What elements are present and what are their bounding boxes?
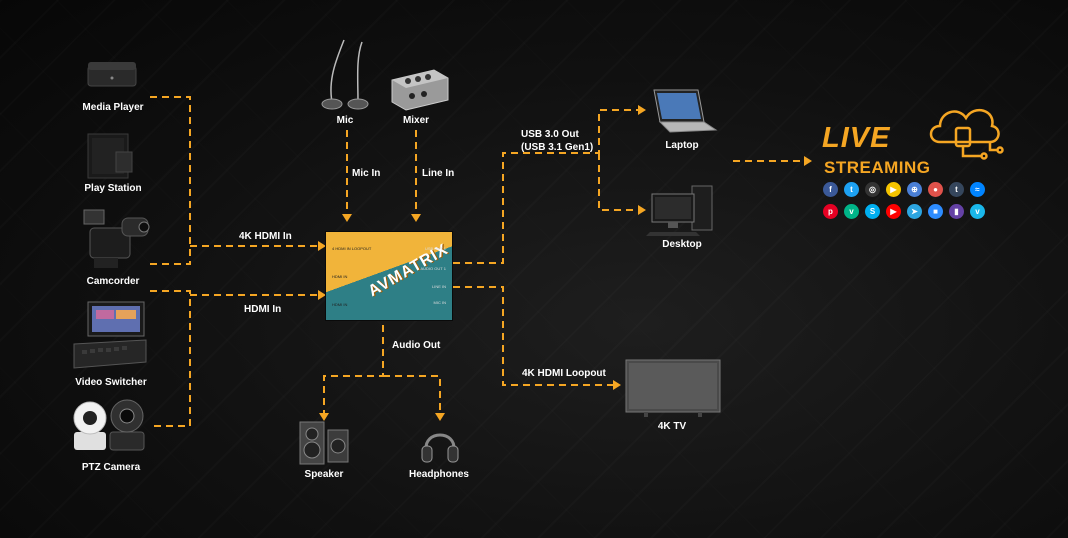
- laptop-icon: [644, 88, 718, 136]
- headphones-label: Headphones: [408, 469, 469, 480]
- usb-out-label-line1: USB 3.0 Out: [521, 129, 579, 140]
- video-switcher-label: Video Switcher: [75, 377, 147, 388]
- skype-icon: S: [865, 204, 880, 219]
- media-player-line: [150, 96, 191, 265]
- cloud-icon: [924, 98, 1004, 172]
- facebook-icon: f: [823, 182, 838, 197]
- hdmi-in-label: HDMI In: [244, 304, 282, 315]
- port-label: 4 HDMI IN LOOPOUT: [332, 246, 372, 251]
- mic-label: Mic: [336, 115, 354, 126]
- audio-out-label: Audio Out: [392, 340, 441, 351]
- messenger-icon: ≈: [970, 182, 985, 197]
- line-in-label: Line In: [422, 168, 455, 179]
- ptz-camera-icon: [70, 398, 150, 454]
- location-icon: ●: [928, 182, 943, 197]
- port-label: MIC IN: [433, 300, 446, 305]
- audio-out-line: [323, 325, 441, 414]
- twitch-icon: ▮: [949, 204, 964, 219]
- port-label: AUDIO OUT 1: [420, 266, 447, 271]
- tumblr-icon: t: [949, 182, 964, 197]
- tv-4k-icon: [624, 358, 722, 418]
- pinterest-icon: p: [823, 204, 838, 219]
- usb-out-label-line2: (USB 3.1 Gen1): [521, 142, 594, 153]
- port-label: USB OUT 1: [424, 246, 446, 251]
- tv-4k-label: 4K TV: [657, 421, 687, 432]
- headphones-icon: [420, 420, 460, 466]
- usb-out-line: [453, 109, 640, 264]
- mic-icon: [318, 36, 374, 112]
- mixer-icon: [386, 66, 452, 112]
- capture-device: AVMATRIX 4 HDMI IN LOOPOUT HDMI IN HDMI …: [325, 231, 453, 321]
- obs-icon: ◎: [865, 182, 880, 197]
- zoom-icon: ■: [928, 204, 943, 219]
- mic-in-label: Mic In: [352, 168, 381, 179]
- camcorder-label: Camcorder: [86, 276, 140, 287]
- desktop-icon: [646, 184, 716, 236]
- camcorder-icon: [80, 206, 150, 272]
- port-label: LINE IN: [431, 284, 446, 289]
- speaker-icon: [298, 420, 352, 466]
- vine-icon: v: [844, 204, 859, 219]
- playstation-icon: [86, 130, 136, 180]
- youtube-gaming-icon: ▶: [886, 182, 901, 197]
- camcorder-hdmi-line: [150, 290, 191, 427]
- vimeo-icon: v: [970, 204, 985, 219]
- youtube-icon: ▶: [886, 204, 901, 219]
- desktop-label: Desktop: [662, 239, 702, 250]
- hdmi-4k-in-label: 4K HDMI In: [239, 231, 292, 242]
- play-station-label: Play Station: [84, 183, 142, 194]
- telegram-icon: ➤: [907, 204, 922, 219]
- globe-icon: ⊕: [907, 182, 922, 197]
- mixer-label: Mixer: [402, 115, 430, 126]
- ptz-camera-label: PTZ Camera: [81, 462, 141, 473]
- port-label: HDMI IN: [332, 302, 348, 307]
- twitter-icon: t: [844, 182, 859, 197]
- media-player-label: Media Player: [82, 102, 144, 113]
- speaker-label: Speaker: [304, 469, 344, 480]
- port-label: HDMI IN: [332, 274, 348, 279]
- loopout-line: [453, 286, 615, 386]
- media-player-icon: [86, 58, 138, 92]
- video-switcher-icon: [70, 300, 150, 372]
- laptop-label: Laptop: [665, 140, 699, 151]
- hdmi-loopout-label: 4K HDMI Loopout: [522, 368, 606, 379]
- logo-live-text: LIVE: [822, 122, 891, 154]
- logo-streaming-text: STREAMING: [824, 158, 931, 177]
